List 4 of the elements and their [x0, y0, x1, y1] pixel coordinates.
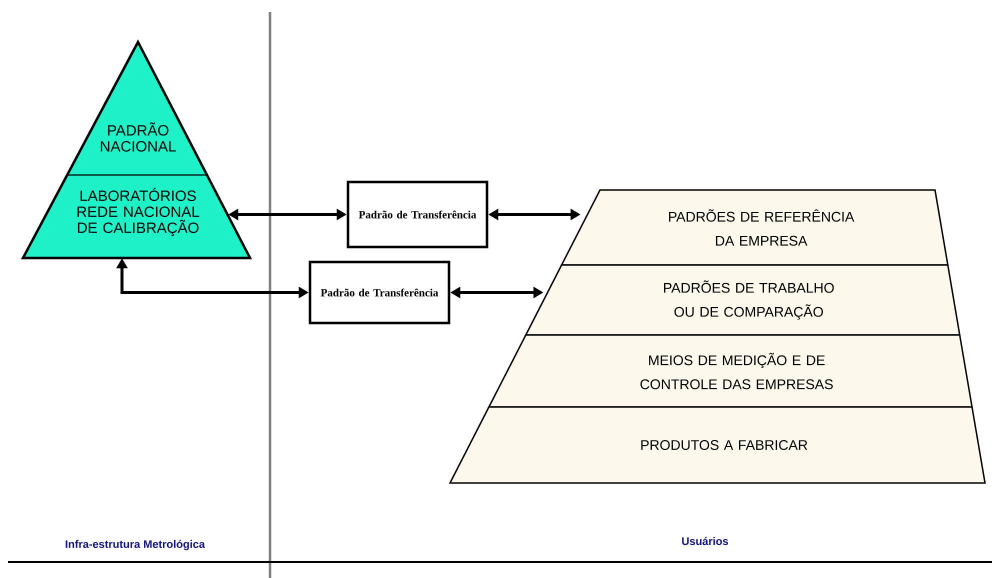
- transfer-box: Padrão de Transferência: [346, 180, 488, 248]
- transfer-box: Padrão de Transferência: [308, 260, 450, 324]
- section-label: Infra-estrutura Metrológica: [66, 540, 206, 550]
- section-label: Usuários: [682, 536, 728, 546]
